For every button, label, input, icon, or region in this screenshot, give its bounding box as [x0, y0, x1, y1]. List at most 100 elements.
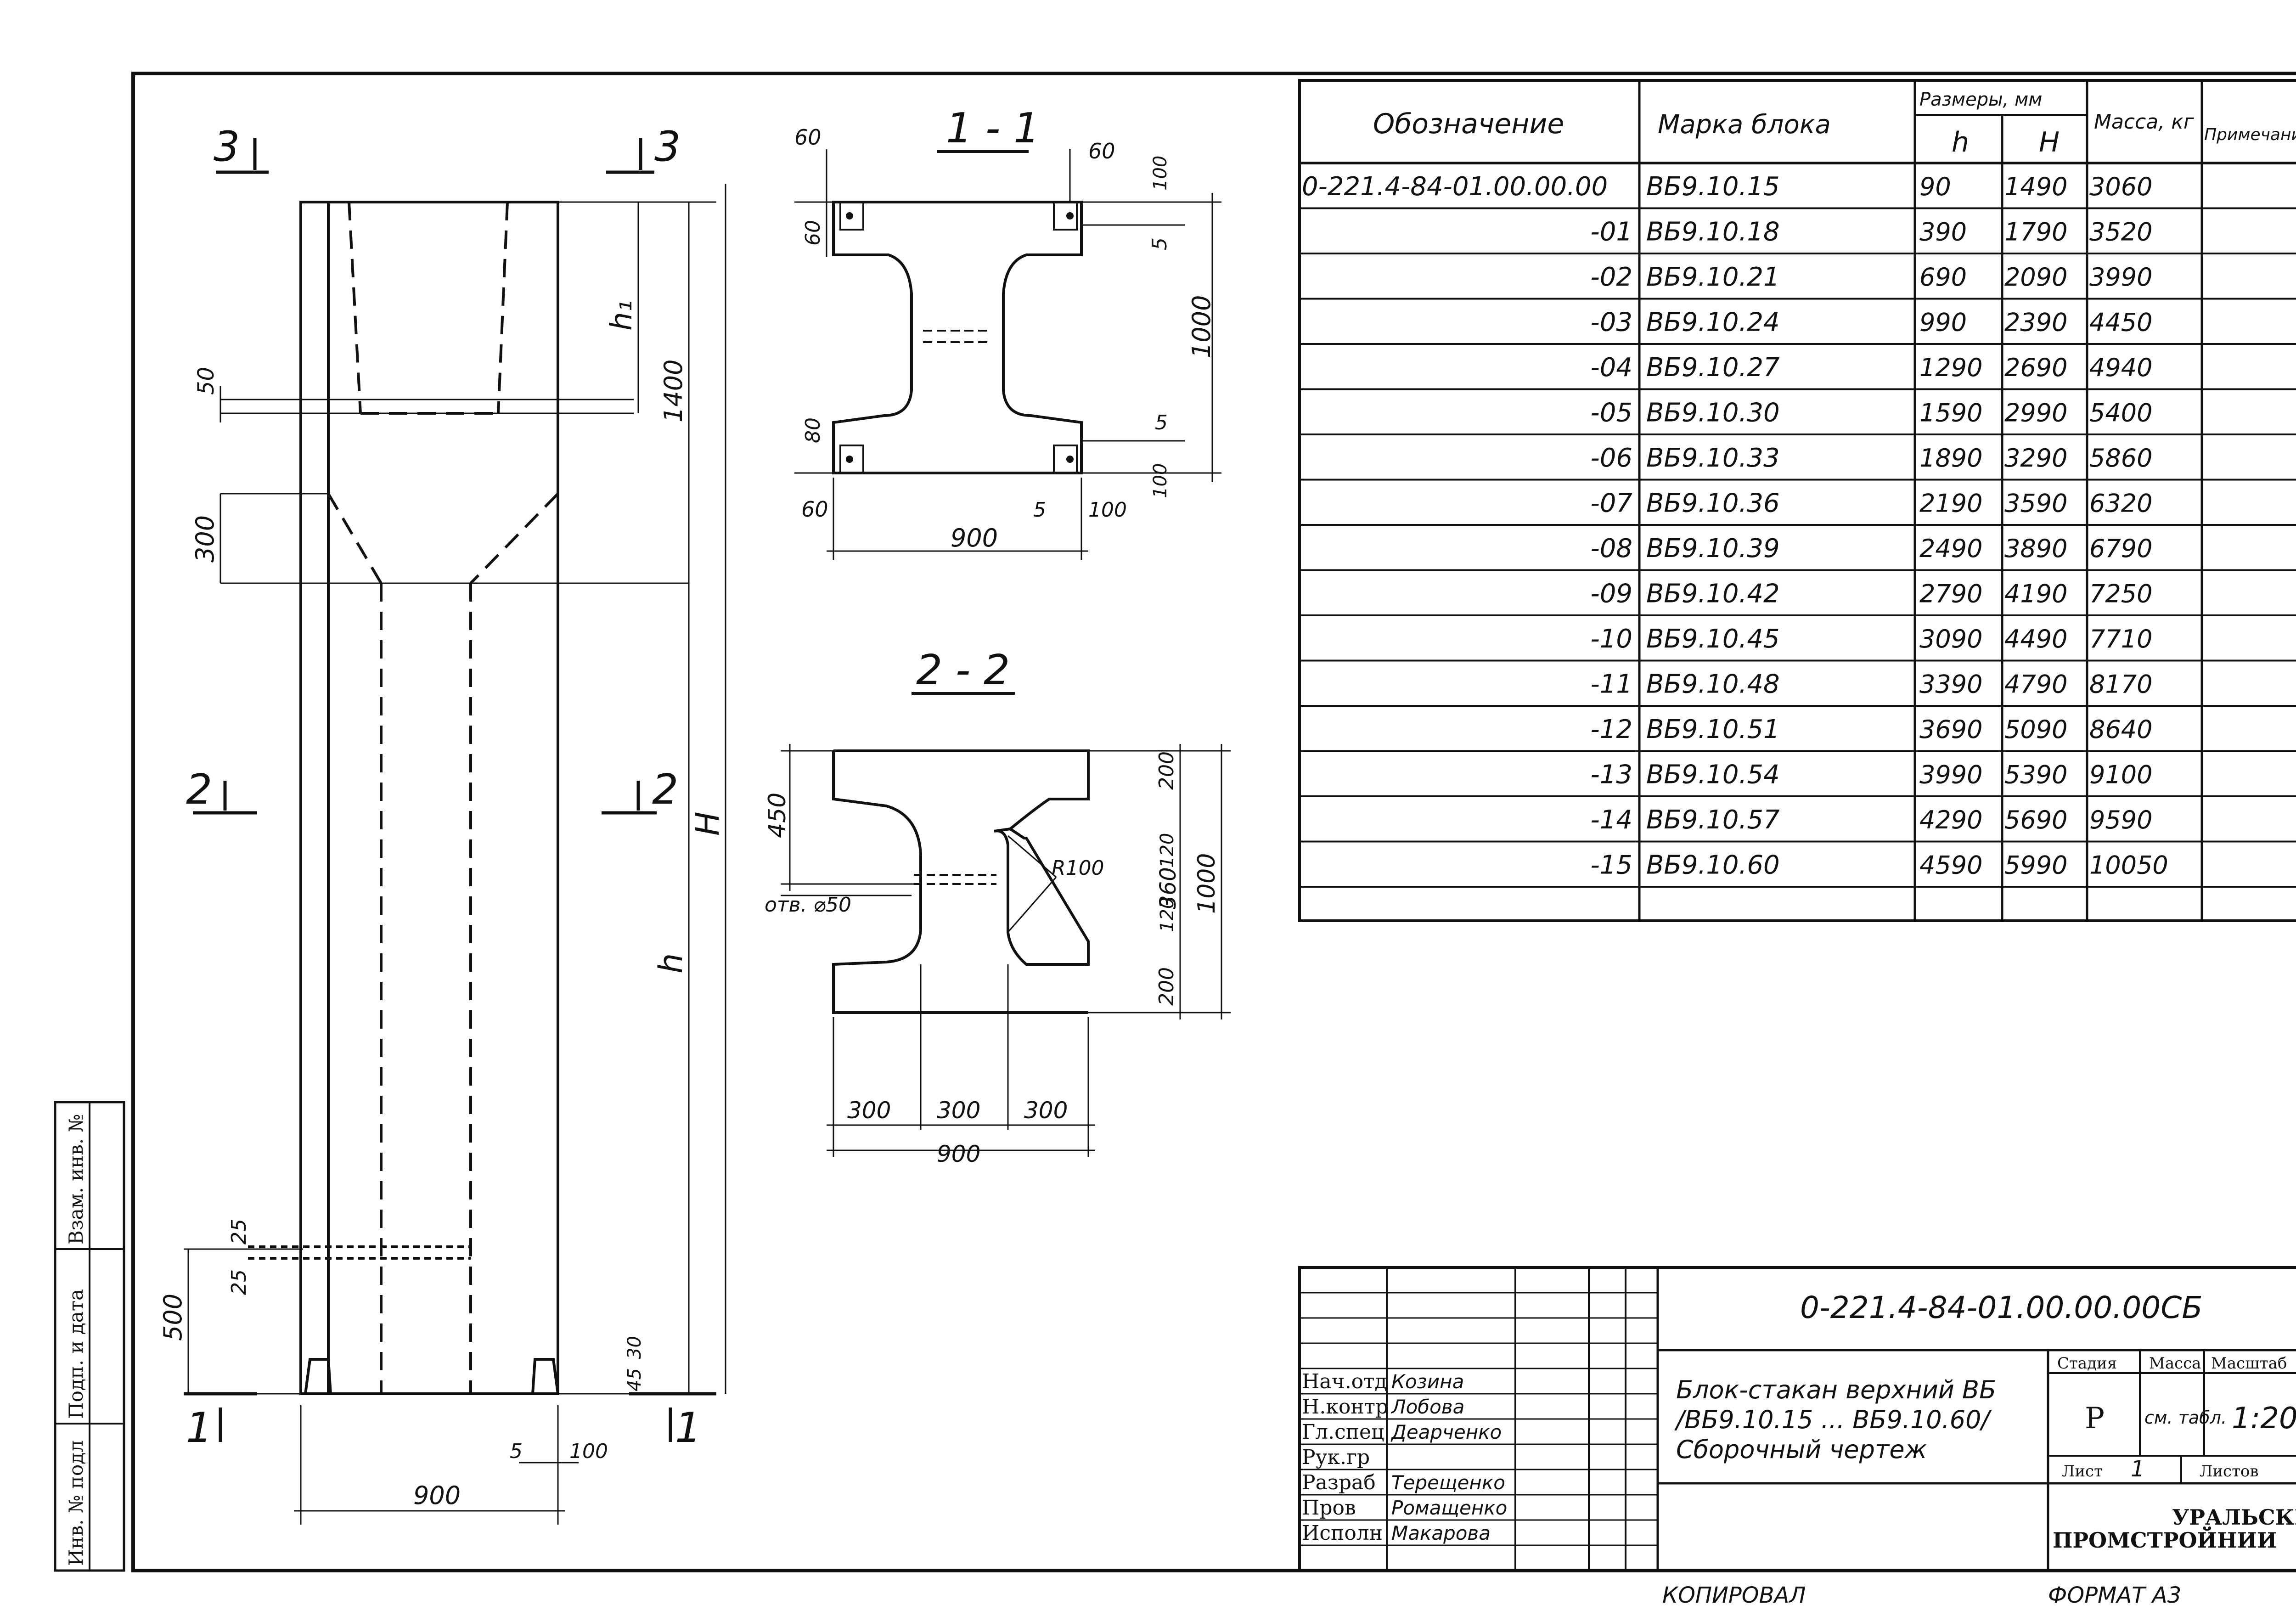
row-h: 3390 — [1919, 670, 1982, 699]
row-designation: -07 — [1591, 489, 1633, 518]
title-block: 0-221.4-84-01.00.00.00СБ Блок-стакан вер… — [1298, 1266, 2296, 1572]
section-mark-1-right: 1 — [675, 1404, 701, 1452]
row-mass: 4450 — [2089, 308, 2152, 337]
row-h: 4590 — [1919, 851, 1982, 880]
row-mark: ВБ9.10.18 — [1646, 217, 1780, 247]
row-designation: -13 — [1591, 760, 1632, 790]
section-mark-3-left: 3 — [214, 123, 240, 171]
dim-900-elevation: 900 — [413, 1481, 461, 1510]
signature-name: Деарченко — [1390, 1421, 1502, 1443]
dim-120-top: 120 — [1157, 833, 1178, 868]
elevation-view: 3 3 2 2 1 1 50 h₁ 1400 300 H h 500 25 25… — [158, 123, 726, 1525]
row-mass: 7710 — [2089, 625, 2152, 653]
sheets-label: Листов — [2200, 1462, 2259, 1481]
dim-300-a: 300 — [847, 1097, 891, 1124]
signature-role: Рук.гр — [1302, 1446, 1370, 1469]
section-2-2-title: 2 - 2 — [916, 646, 1010, 694]
row-h: 1590 — [1919, 399, 1982, 428]
row-designation: -11 — [1591, 670, 1632, 699]
row-mass: 5860 — [2089, 444, 2152, 473]
elevation-outline — [299, 201, 559, 1395]
dim-1000-section2: 1000 — [1193, 853, 1221, 914]
section-mark-1-left: 1 — [186, 1404, 212, 1452]
socket-hidden-lines — [248, 202, 559, 1394]
dim-60-bottom-left: 60 — [801, 497, 828, 522]
row-mark: ВБ9.10.60 — [1646, 850, 1780, 880]
title-block-grid — [1300, 1292, 1658, 1546]
row-designation: -03 — [1591, 308, 1632, 338]
sheet-frame: 60 — [131, 72, 2296, 1572]
dim-60-top-right: 60 — [1088, 139, 1115, 163]
scale-value: 1:20 — [2232, 1402, 2296, 1436]
dim-450: 450 — [764, 793, 791, 838]
header-mark: Марка блока — [1658, 110, 1831, 140]
org-line-2: ПРОМСТРОЙНИИ — [2053, 1526, 2277, 1553]
row-mark: ВБ9.10.45 — [1646, 624, 1780, 654]
row-mark: ВБ9.10.24 — [1646, 308, 1780, 338]
row-mass: 8640 — [2089, 715, 2152, 744]
row-H: 4190 — [2004, 580, 2067, 608]
header-mass: Масса, кг — [2094, 110, 2195, 134]
sheet-label: Лист — [2062, 1462, 2103, 1481]
dim-r100: R100 — [1052, 856, 1104, 880]
title-line-3: Сборочный чертеж — [1676, 1435, 1927, 1464]
dim-100-top: 100 — [1150, 156, 1171, 191]
row-H: 1790 — [2004, 218, 2067, 247]
dim-300: 300 — [191, 515, 219, 563]
signature-name: Макарова — [1391, 1522, 1491, 1544]
row-designation: -12 — [1591, 715, 1632, 744]
dim-h: h — [652, 953, 690, 974]
side-stamp-label-3: Взам. инв. № — [65, 1114, 87, 1244]
dim-H: H — [689, 811, 726, 836]
row-mass: 4940 — [2089, 353, 2152, 382]
dim-25-bottom: 25 — [227, 1269, 251, 1295]
row-h: 1890 — [1919, 444, 1982, 473]
dim-100-bottom-right: 100 — [1150, 463, 1171, 498]
dim-h1: h₁ — [605, 300, 639, 331]
dim-200-top: 200 — [1155, 751, 1178, 790]
row-H: 2390 — [2004, 308, 2067, 337]
dim-5-top: 5 — [1148, 237, 1171, 250]
dim-300-c: 300 — [1024, 1097, 1068, 1124]
header-sizes: Размеры, мм — [1919, 89, 2042, 110]
signature-role: Гл.спец — [1302, 1420, 1384, 1444]
row-H: 3590 — [2004, 489, 2067, 518]
row-designation: -02 — [1591, 262, 1632, 292]
dim-300-b: 300 — [937, 1097, 980, 1124]
title-line-2: /ВБ9.10.15 ... ВБ9.10.60/ — [1674, 1405, 1992, 1434]
row-H: 5090 — [2004, 715, 2067, 744]
dim-1000-section1: 1000 — [1187, 295, 1216, 358]
dim-45: 45 — [624, 1368, 645, 1391]
row-mark: ВБ9.10.30 — [1646, 398, 1780, 428]
dim-100-bottom: 100 — [1088, 498, 1127, 522]
stage-value: Р — [2085, 1402, 2105, 1436]
dim-900-section2: 900 — [937, 1141, 980, 1167]
row-H: 3290 — [2004, 444, 2067, 473]
row-designation: -01 — [1591, 217, 1632, 247]
row-designation: -04 — [1591, 353, 1632, 383]
org-line-1: УРАЛЬСКИЙ — [2172, 1503, 2296, 1530]
row-mark: ВБ9.10.39 — [1646, 534, 1780, 563]
dim-60-top-left: 60 — [794, 125, 822, 150]
side-stamp-label-2: Подп. и дата — [65, 1289, 87, 1419]
sheet-value: 1 — [2131, 1456, 2145, 1482]
table-grid — [1300, 207, 2296, 888]
stage-label: Стадия — [2057, 1354, 2117, 1373]
dim-60-left: 60 — [801, 220, 825, 246]
header-h: h — [1952, 126, 1969, 158]
header-note: Примечание — [2204, 125, 2296, 144]
row-H: 2990 — [2004, 399, 2067, 428]
row-mass: 3990 — [2089, 263, 2152, 292]
mass-label: Масса — [2149, 1354, 2201, 1373]
row-h: 2490 — [1919, 534, 1982, 563]
row-H: 1490 — [2004, 172, 2067, 201]
row-mass: 8170 — [2089, 670, 2152, 699]
signature-role: Разраб — [1302, 1471, 1376, 1494]
dim-5-bottom-right: 5 — [1155, 411, 1168, 434]
signature-name: Лобова — [1390, 1396, 1464, 1418]
signature-role: Пров — [1302, 1496, 1356, 1520]
section-1-1: 1 - 1 60 60 60 60 100 5 1000 5 100 80 — [794, 104, 1221, 560]
dim-25-top: 25 — [227, 1219, 251, 1244]
